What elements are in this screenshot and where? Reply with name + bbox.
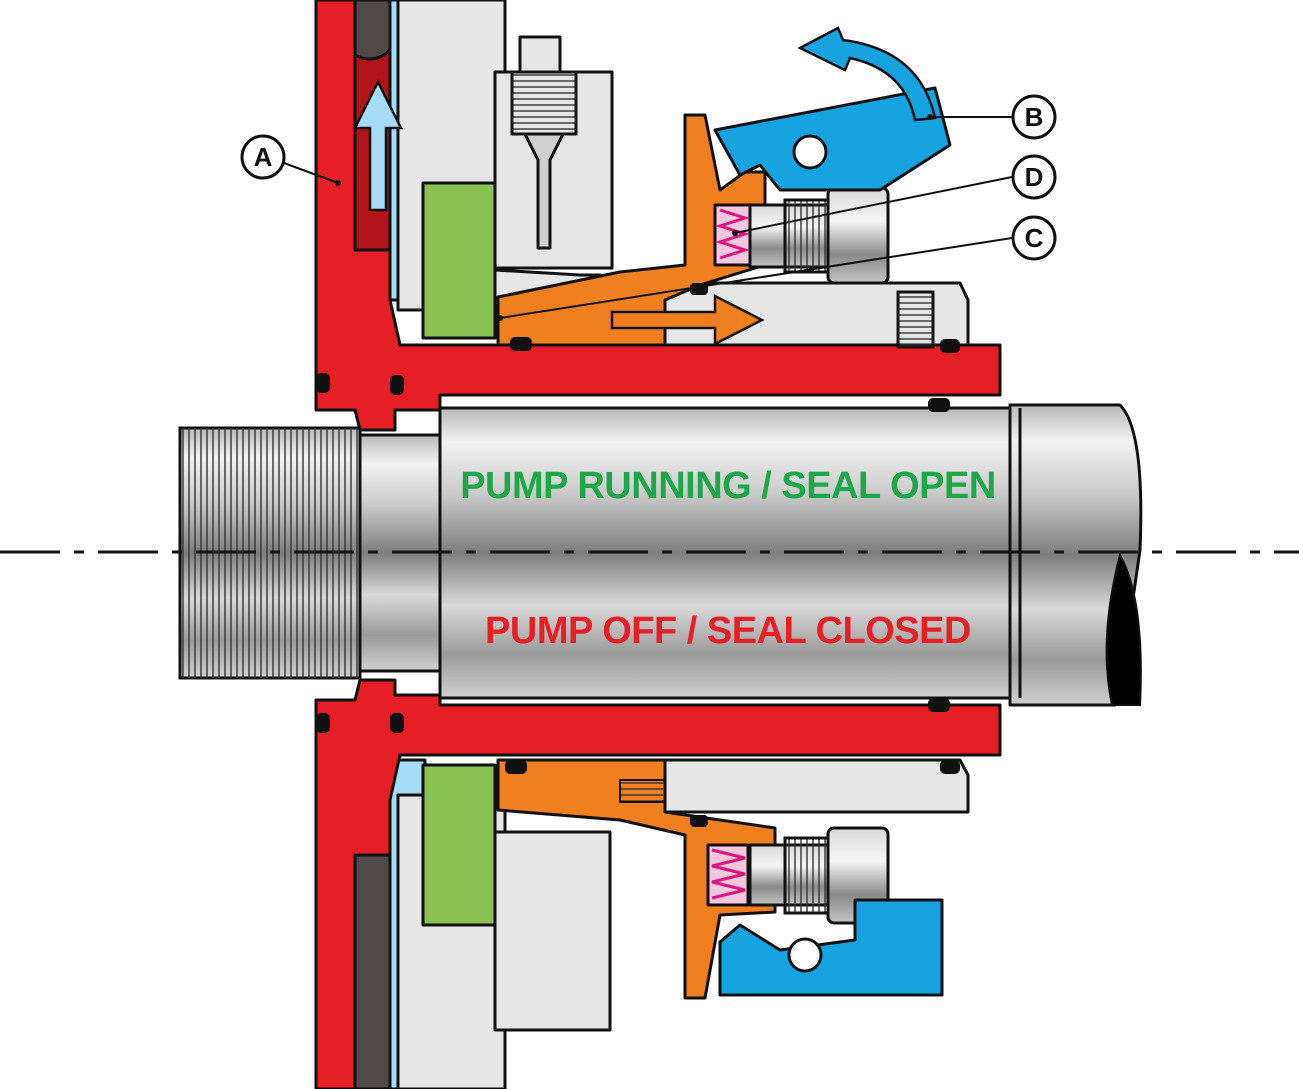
svg-text:C: C xyxy=(1025,223,1044,253)
vent-plug xyxy=(510,35,578,250)
shaft-end-cap xyxy=(1105,552,1142,706)
fluid-channel-bottom xyxy=(386,758,427,1089)
status-closed-text: PUMP OFF / SEAL CLOSED xyxy=(485,610,971,652)
movement-right-arrow xyxy=(610,293,765,347)
svg-text:D: D xyxy=(1025,162,1044,192)
rotation-curved-arrow xyxy=(797,26,937,122)
rotary-seal-top xyxy=(496,113,767,347)
callout-c: C xyxy=(1011,215,1057,261)
set-screw xyxy=(896,290,935,349)
callout-a: A xyxy=(240,134,286,180)
shaft xyxy=(178,403,1143,707)
callout-b: B xyxy=(1011,94,1057,140)
leader-dots xyxy=(335,114,933,321)
housing-a xyxy=(314,0,1002,1089)
spring-d-top xyxy=(713,203,752,267)
callout-leaders xyxy=(283,116,1013,319)
spring-bottom xyxy=(706,843,750,907)
svg-text:A: A xyxy=(254,142,273,172)
o-rings xyxy=(316,283,960,827)
svg-text:B: B xyxy=(1025,102,1044,132)
lever-bottom xyxy=(718,898,944,997)
stationary-face-top xyxy=(421,181,497,340)
lever-b-top xyxy=(713,86,952,192)
status-open-text: PUMP RUNNING / SEAL OPEN xyxy=(460,465,996,507)
stationary-face-bottom xyxy=(421,763,497,927)
flow-up-arrow xyxy=(352,79,404,212)
callout-d: D xyxy=(1011,154,1057,200)
